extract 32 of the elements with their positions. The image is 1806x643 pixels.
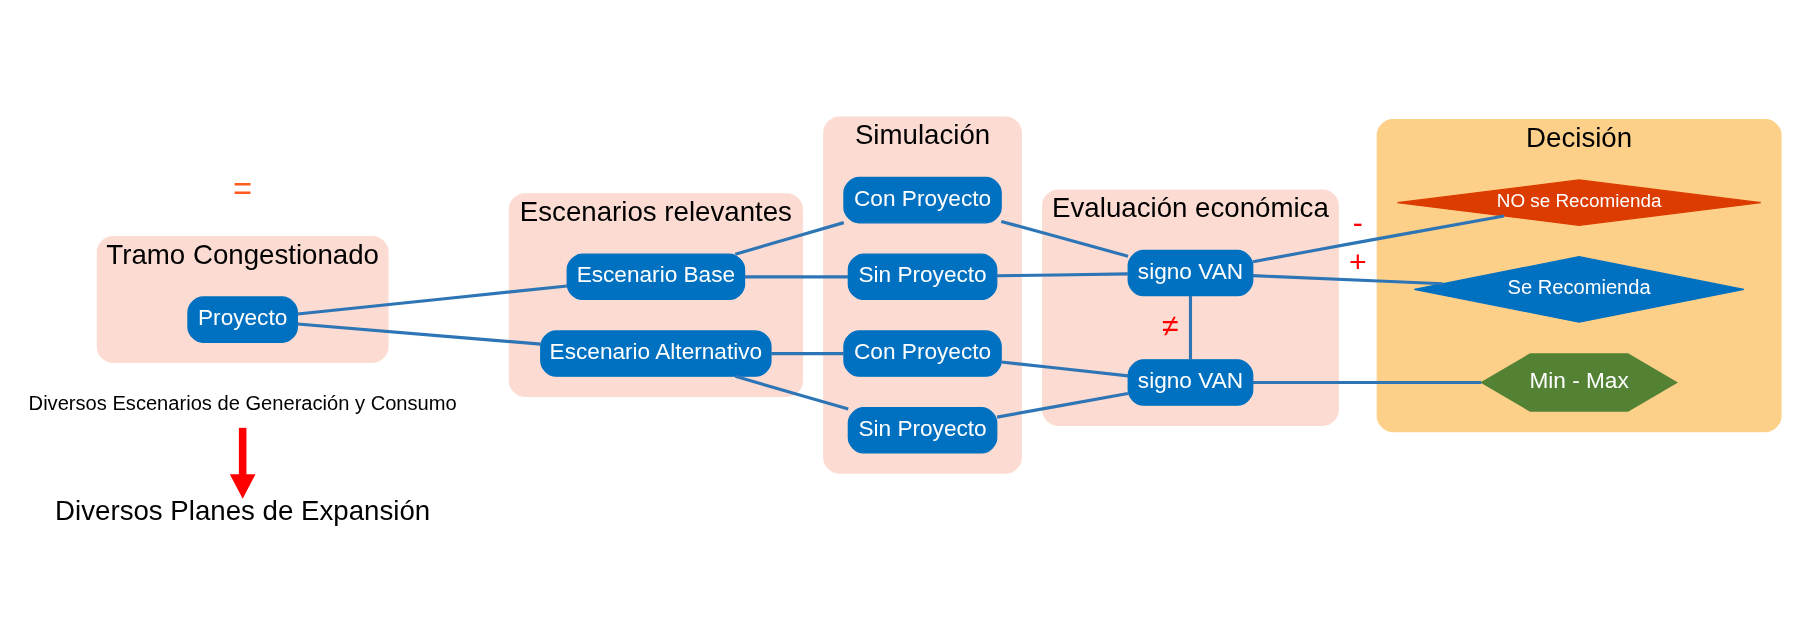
arrow — [229, 427, 256, 499]
connector — [734, 221, 845, 256]
node-box: Con Proyecto — [843, 176, 1002, 224]
node-box: Sin Proyecto — [847, 253, 998, 301]
node-box: signo VAN — [1127, 249, 1254, 297]
node-box: Con Proyecto — [843, 330, 1002, 377]
connector — [1252, 380, 1482, 385]
node-diamond: NO se Recomienda — [1396, 179, 1762, 226]
connector — [297, 284, 568, 316]
connector — [997, 272, 1128, 278]
node-text: Diversos Escenarios de Generación y Consumo — [28, 391, 457, 414]
label: = — [233, 170, 253, 208]
connector — [771, 352, 844, 356]
connector — [1000, 219, 1129, 258]
connector — [744, 275, 849, 279]
connector — [1001, 360, 1129, 378]
edge-label: - — [1352, 206, 1363, 240]
connector — [297, 322, 541, 346]
node-box: Escenario Base — [566, 253, 746, 301]
edge-label: + — [1348, 245, 1367, 279]
node-box: Sin Proyecto — [847, 407, 998, 454]
node-box: Proyecto — [187, 296, 298, 343]
connector — [1188, 295, 1193, 360]
connector — [1252, 274, 1444, 286]
connector — [734, 374, 849, 411]
node-box: signo VAN — [1127, 359, 1254, 406]
connector — [1252, 214, 1505, 264]
edge-label: ≠ — [1162, 308, 1179, 342]
connector — [996, 392, 1129, 419]
node-box: Escenario Alternativo — [540, 330, 772, 377]
node-diamond: Se Recomienda — [1413, 256, 1745, 323]
node-text: Diversos Planes de Expansión — [55, 495, 431, 527]
